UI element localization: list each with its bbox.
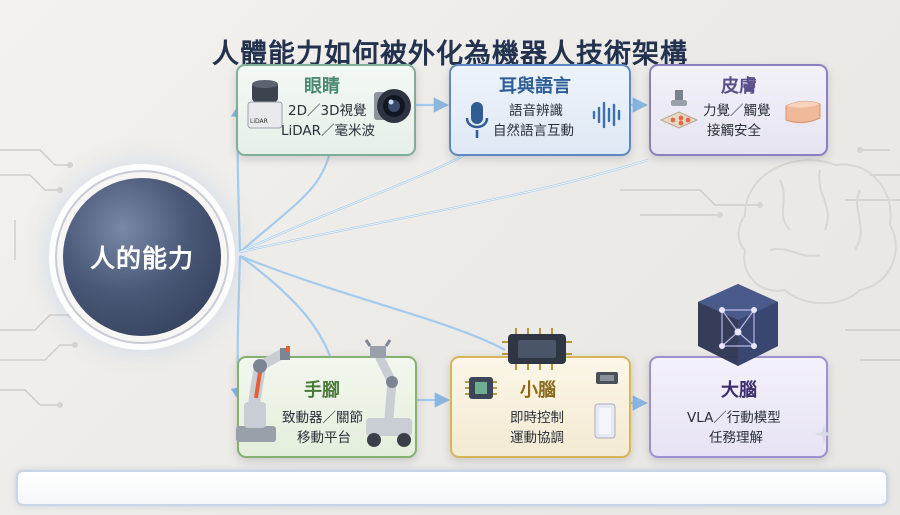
- neural-network-cube-icon: [692, 280, 784, 378]
- card-eyes: LiDAR 眼睛 2D／3D視覺 LiDAR／毫米波: [236, 64, 416, 156]
- ears-line1: 語音辨識: [509, 103, 563, 119]
- skin-pad-icon: [783, 96, 823, 132]
- sparkle-icon: [814, 424, 834, 448]
- eyes-title: 眼睛: [304, 76, 340, 97]
- small-module-icon: [594, 368, 620, 392]
- lidar-sensor-icon: LiDAR: [246, 80, 284, 138]
- robot-arm-icon: [230, 342, 296, 450]
- card-cerebrum: 大腦 VLA／行動模型 任務理解: [649, 356, 828, 458]
- ears-title: 耳與語言: [499, 76, 571, 97]
- limbs-line2: 移動平台: [297, 430, 351, 446]
- hub-label: 人的能力: [89, 244, 194, 273]
- tactile-sensor-icon: [659, 88, 699, 138]
- card-ears-language: 耳與語言 語音辨識 自然語言互動: [449, 64, 631, 156]
- cerebellum-line1: 即時控制: [510, 410, 564, 426]
- brain-outline-icon: [737, 159, 897, 305]
- bottom-bar: [16, 470, 888, 506]
- lidar-label: LiDAR: [250, 118, 268, 125]
- cerebrum-line2: 任務理解: [709, 430, 763, 446]
- eyes-line1: 2D／3D視覺: [288, 103, 367, 119]
- skin-line2: 接觸安全: [707, 123, 761, 139]
- cerebrum-title: 大腦: [721, 380, 757, 401]
- eyes-line2: LiDAR／毫米波: [281, 123, 376, 139]
- ears-line2: 自然語言互動: [493, 123, 574, 139]
- processor-chip-icon: [500, 324, 574, 378]
- card-cerebellum: 小腦 即時控制 運動協調: [450, 356, 631, 458]
- human-ability-hub: 人的能力: [63, 178, 221, 336]
- skin-line1: 力覺／觸覺: [703, 103, 771, 119]
- sound-wave-icon: [591, 100, 623, 134]
- cerebrum-line1: VLA／行動模型: [687, 410, 781, 426]
- limbs-title: 手腳: [304, 380, 340, 401]
- skin-title: 皮膚: [721, 76, 757, 97]
- cerebellum-title: 小腦: [520, 380, 556, 401]
- chip-small-icon: [464, 374, 498, 408]
- camera-lens-icon: [374, 86, 412, 130]
- card-skin: 皮膚 力覺／觸覺 接觸安全: [649, 64, 828, 156]
- cerebellum-line2: 運動協調: [510, 430, 564, 446]
- mobile-robot-icon: [362, 338, 418, 454]
- limbs-line1: 致動器／關節: [282, 410, 363, 426]
- microphone-icon: [465, 100, 489, 144]
- processor-block-icon: [590, 402, 620, 446]
